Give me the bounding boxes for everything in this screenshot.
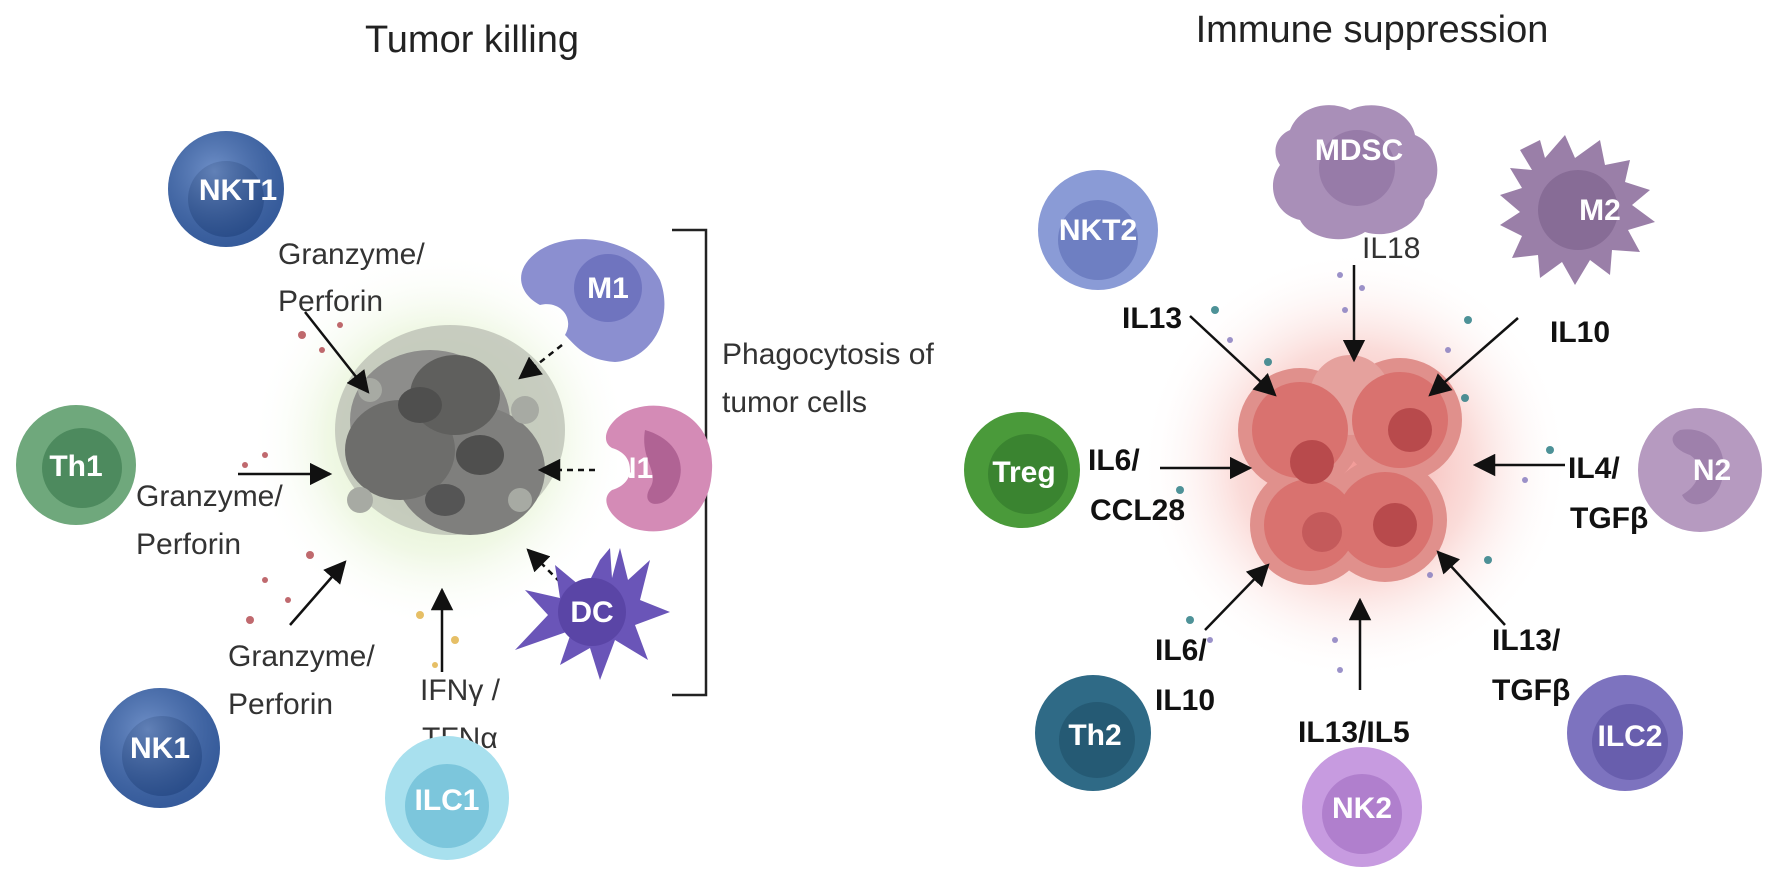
label-il10: IL10 — [1550, 316, 1610, 349]
title-tumor-killing: Tumor killing — [365, 19, 579, 61]
svg-text:M2: M2 — [1579, 194, 1621, 227]
label-il6-il10-line1: IL6/ — [1155, 634, 1207, 667]
label-ifn: IFNγ / — [420, 674, 501, 707]
cell-nkt1: NKT1 — [168, 131, 284, 247]
label-phagocytosis: Phagocytosis of — [722, 338, 934, 371]
label-il4-tgfb-line2: TGFβ — [1570, 502, 1648, 535]
cell-dc: DC — [515, 548, 670, 680]
label-il4-tgfb-line1: IL4/ — [1568, 452, 1620, 485]
label-il13-il5: IL13/IL5 — [1298, 716, 1410, 749]
label-granzyme-top: Granzyme/ — [278, 238, 425, 271]
svg-text:MDSC: MDSC — [1315, 134, 1403, 167]
svg-text:NKT2: NKT2 — [1059, 214, 1137, 247]
svg-text:N1: N1 — [615, 452, 653, 485]
cell-n2: N2 — [1638, 408, 1762, 532]
label-il18: IL18 — [1362, 232, 1420, 265]
svg-text:Treg: Treg — [992, 456, 1055, 489]
label-perforin-bot: Perforin — [228, 688, 333, 721]
arrow-m1-to-tumor — [518, 344, 563, 380]
svg-text:NKT1: NKT1 — [199, 174, 277, 207]
label-granzyme-mid: Granzyme/ — [136, 480, 283, 513]
label-il6-ccl28-line1: IL6/ — [1088, 444, 1140, 477]
gray-tumor-cluster — [250, 250, 630, 630]
svg-text:NK2: NK2 — [1332, 792, 1392, 825]
svg-text:DC: DC — [570, 596, 613, 629]
cell-m1: M1 — [521, 239, 665, 362]
svg-text:Th2: Th2 — [1068, 719, 1121, 752]
label-il13-tgfb-line1: IL13/ — [1492, 624, 1561, 657]
arrow-il6-il10 — [1204, 563, 1270, 631]
label-granzyme-bot: Granzyme/ — [228, 640, 375, 673]
arrow-nk1-to-tumor — [289, 560, 347, 626]
cell-ilc2: ILC2 — [1567, 675, 1683, 791]
label-il13-tgfb-line2: TGFβ — [1492, 674, 1570, 707]
cell-nk1: NK1 — [100, 688, 220, 808]
label-tumor-cells: tumor cells — [722, 386, 867, 419]
svg-text:ILC1: ILC1 — [414, 784, 479, 817]
svg-text:M1: M1 — [587, 272, 629, 305]
svg-text:Th1: Th1 — [49, 450, 102, 483]
granzyme-granules — [242, 322, 459, 668]
cytokine-granules — [1176, 272, 1554, 673]
cell-ilc1: ILC1 — [385, 736, 509, 860]
cell-nk2: NK2 — [1302, 747, 1422, 867]
arrow-il13 — [1189, 315, 1277, 397]
cell-nkt2: NKT2 — [1038, 170, 1158, 290]
cell-th2: Th2 — [1035, 675, 1151, 791]
label-il13: IL13 — [1122, 302, 1182, 335]
arrow-il10 — [1428, 317, 1519, 397]
arrow-dc-to-tumor — [526, 548, 569, 591]
arrow-nkt1-to-tumor — [304, 311, 370, 394]
cell-m2: M2 — [1500, 135, 1655, 285]
arrow-il13-tgfb — [1436, 550, 1506, 626]
svg-text:NK1: NK1 — [130, 732, 190, 765]
label-il6-il10-line2: IL10 — [1155, 684, 1215, 717]
label-perforin-top: Perforin — [278, 285, 383, 318]
svg-text:N2: N2 — [1693, 454, 1731, 487]
cell-treg: Treg — [964, 412, 1080, 528]
svg-text:ILC2: ILC2 — [1597, 720, 1662, 753]
title-immune-suppression: Immune suppression — [1196, 9, 1549, 51]
cell-mdsc: MDSC — [1272, 105, 1438, 240]
cell-n1: N1 — [605, 405, 713, 532]
label-il6-ccl28-line2: CCL28 — [1090, 494, 1185, 527]
cell-th1: Th1 — [16, 405, 136, 525]
label-perforin-mid: Perforin — [136, 528, 241, 561]
